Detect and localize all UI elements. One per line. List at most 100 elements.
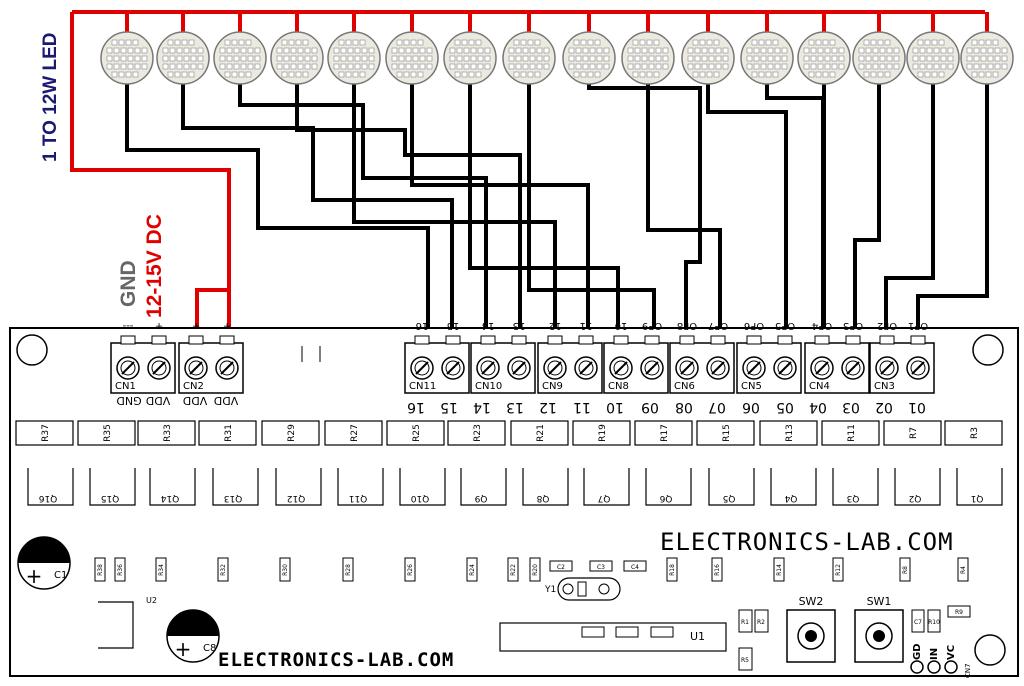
smd-chip xyxy=(829,39,836,46)
smd-chip xyxy=(751,71,758,78)
resistor-label: R15 xyxy=(722,424,732,442)
led-12 xyxy=(740,31,794,85)
smd-chip xyxy=(994,63,1001,70)
smd-chip xyxy=(1001,55,1008,62)
transistor-outline xyxy=(460,468,507,506)
smd-chip xyxy=(484,63,491,70)
smd-body xyxy=(507,557,519,582)
smd-chip xyxy=(912,47,919,54)
smd-chip xyxy=(966,63,973,70)
transistor-outline xyxy=(708,468,755,506)
smd-chip xyxy=(648,47,655,54)
transistor-label: Q5 xyxy=(723,493,736,503)
smd-chip xyxy=(594,71,601,78)
terminal-tab xyxy=(547,335,563,345)
transistor-outline xyxy=(275,468,322,506)
smd-chip xyxy=(456,47,463,54)
smd-chip xyxy=(352,39,359,46)
transistor-q16: Q16 xyxy=(27,468,74,506)
smd-chip xyxy=(508,63,515,70)
smd-chip xyxy=(470,63,477,70)
screw-slot xyxy=(446,361,460,375)
smd-chip xyxy=(596,63,603,70)
smd-body xyxy=(738,647,753,671)
smd-chip xyxy=(758,39,765,46)
screw-slot xyxy=(645,361,659,375)
smd-label: R12 xyxy=(835,564,842,576)
transistor-q4: Q4 xyxy=(770,468,817,506)
resistor-label: R19 xyxy=(598,424,608,442)
u1-outline xyxy=(499,622,727,652)
transistor-label: Q3 xyxy=(847,493,860,503)
transistor-label: Q15 xyxy=(101,493,120,503)
smd-chip xyxy=(245,39,252,46)
smd-chip xyxy=(529,47,536,54)
smd-chip xyxy=(405,55,412,62)
smd-chip xyxy=(653,71,660,78)
smd-chip xyxy=(391,63,398,70)
smd-chip xyxy=(872,63,879,70)
transistor-outline xyxy=(212,468,259,506)
smd-chip xyxy=(454,71,461,78)
smd-chip xyxy=(456,63,463,70)
smd-chip xyxy=(304,55,311,62)
smd-chip xyxy=(169,63,176,70)
pin-top-label: 15 xyxy=(447,320,460,331)
led-signal-wire xyxy=(706,80,788,330)
connector-name: CN8 xyxy=(608,381,629,392)
smd-chip xyxy=(169,55,176,62)
smd-chip xyxy=(127,55,134,62)
screw-ring xyxy=(613,360,629,376)
resistor-label: R13 xyxy=(785,424,795,442)
smd-body xyxy=(738,609,753,633)
smd-chip xyxy=(706,71,713,78)
resistor-body xyxy=(883,420,942,446)
transistor-q15: Q15 xyxy=(89,468,136,506)
smd-chip xyxy=(475,39,482,46)
cn7-pin-label: GD xyxy=(912,643,923,660)
transistor-q1: Q1 xyxy=(956,468,1003,506)
connector-name: CN10 xyxy=(475,381,502,392)
smd-label: R9 xyxy=(955,609,963,616)
smd-chip xyxy=(463,47,470,54)
smd-chip xyxy=(872,55,879,62)
smd-resistor-r34: R34 xyxy=(155,557,167,582)
output-number-label: 01 xyxy=(908,399,926,415)
pin-top-label: 11 xyxy=(580,320,593,331)
led-signal-wire xyxy=(646,80,722,330)
smd-chip xyxy=(980,55,987,62)
transistor-label: Q11 xyxy=(349,493,368,503)
smd-label: R24 xyxy=(469,564,476,576)
smd-chip xyxy=(233,63,240,70)
resistor-r35: R35 xyxy=(77,420,136,446)
smd-chip xyxy=(781,63,788,70)
smd-chip xyxy=(106,63,113,70)
smd-chip xyxy=(687,63,694,70)
smd-chip xyxy=(419,47,426,54)
smd-chip xyxy=(877,39,884,46)
supply-voltage-label: 12-15V DC xyxy=(143,214,166,318)
smd-chip xyxy=(824,63,831,70)
smd-chip xyxy=(810,47,817,54)
screw-ring xyxy=(445,360,461,376)
smd-resistor-r14: R14 xyxy=(773,557,785,582)
smd-chip xyxy=(224,39,231,46)
smd-body xyxy=(279,557,291,582)
smd-chip xyxy=(368,47,375,54)
smd-chip xyxy=(838,63,845,70)
smd-chip xyxy=(987,55,994,62)
smd-chip xyxy=(746,63,753,70)
cap-body xyxy=(549,560,573,572)
smd-chip xyxy=(281,71,288,78)
smd-label: R18 xyxy=(669,564,676,576)
smd-chip xyxy=(582,63,589,70)
smd-chip xyxy=(699,71,706,78)
smd-chip xyxy=(646,71,653,78)
smd-chip xyxy=(247,63,254,70)
smd-chip xyxy=(639,39,646,46)
smd-chip xyxy=(919,55,926,62)
smd-chip xyxy=(886,63,893,70)
